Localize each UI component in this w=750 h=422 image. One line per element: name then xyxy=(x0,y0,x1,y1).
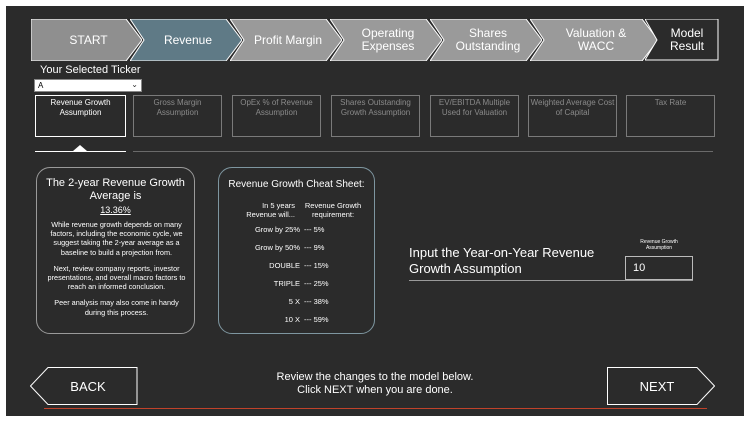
ticker-label: Your Selected Ticker xyxy=(40,64,141,76)
tab-revenue-growth[interactable]: Revenue Growth Assumption xyxy=(35,95,126,137)
step-shares-outstanding[interactable]: Shares Outstanding xyxy=(430,19,542,61)
step-model-result-label: Model Result xyxy=(669,26,704,53)
average-card-para-1: While revenue growth depends on many fac… xyxy=(50,220,183,257)
cheat-sheet-row-right: --- 5% xyxy=(304,225,325,234)
revenue-growth-input[interactable]: 10 xyxy=(625,256,693,280)
next-button[interactable]: NEXT xyxy=(607,367,715,405)
step-start[interactable]: START xyxy=(31,19,142,61)
average-growth-value: 13.36% xyxy=(100,205,131,215)
cheat-sheet-row-right: --- 59% xyxy=(304,315,329,324)
cheat-sheet-row-left: 5 X xyxy=(288,297,300,306)
cheat-sheet-row-right: --- 25% xyxy=(304,279,329,288)
review-line-2: Click NEXT when you are done. xyxy=(297,384,453,396)
step-valuation-wacc-label: Valuation & WACC xyxy=(565,26,627,53)
average-card-para-2: Next, review company reports, investor p… xyxy=(47,263,186,292)
cheat-sheet-row-right: --- 9% xyxy=(304,243,325,252)
step-shares-outstanding-label: Shares Outstanding xyxy=(455,26,521,53)
cheat-sheet-row-left: DOUBLE xyxy=(269,261,300,270)
average-card-title: The 2-year Revenue Growth Average is xyxy=(46,177,185,202)
tab-ev-ebitda[interactable]: EV/EBITDA Multiple Used for Valuation xyxy=(430,95,519,137)
next-button-label: NEXT xyxy=(639,378,675,394)
revenue-growth-average-card: The 2-year Revenue Growth Average is 13.… xyxy=(36,167,195,334)
cheat-sheet-row-left: TRIPLE xyxy=(273,279,300,288)
growth-input-label: Input the Year-on-Year Revenue Growth As… xyxy=(409,245,595,276)
cheat-sheet-title: Revenue Growth Cheat Sheet: xyxy=(228,179,365,190)
cheat-sheet-card: Revenue Growth Cheat Sheet: In 5 years R… xyxy=(218,167,375,334)
step-revenue[interactable]: Revenue xyxy=(130,19,242,61)
tab-wacc[interactable]: Weighted Average Cost of Capital xyxy=(528,95,617,137)
cheat-sheet-row-left: Grow by 25% xyxy=(254,225,300,234)
tab-tax-rate[interactable]: Tax Rate xyxy=(626,95,715,137)
growth-input-caption: Revenue Growth Assumption xyxy=(640,239,678,251)
cheat-sheet-header-right: Revenue Growth requirement: xyxy=(304,201,362,219)
back-button[interactable]: BACK xyxy=(30,367,138,405)
ticker-value: A xyxy=(38,81,44,90)
average-card-para-3: Peer analysis may also come in handy dur… xyxy=(54,298,179,317)
tab-underline-active xyxy=(35,151,126,152)
cheat-sheet-row-left: Grow by 50% xyxy=(254,243,300,252)
assumption-tabs: Revenue Growth Assumption Gross Margin A… xyxy=(0,95,750,140)
step-operating-expenses[interactable]: Operating Expenses xyxy=(330,19,442,61)
input-underline xyxy=(409,280,693,281)
ticker-select[interactable]: A ⌄ xyxy=(34,79,142,92)
bottom-accent-line xyxy=(44,408,707,409)
chevron-down-icon: ⌄ xyxy=(131,80,138,89)
tab-shares-outstanding[interactable]: Shares Outstanding Growth Assumption xyxy=(331,95,420,137)
cheat-sheet-row-right: --- 15% xyxy=(304,261,329,270)
tab-gross-margin[interactable]: Gross Margin Assumption xyxy=(133,95,222,137)
active-tab-pointer xyxy=(73,145,87,151)
back-button-label: BACK xyxy=(70,378,106,394)
cheat-sheet-header-left: In 5 years Revenue will... xyxy=(246,201,295,219)
review-line-1: Review the changes to the model below. xyxy=(276,371,474,383)
step-progress-bar: START Revenue Profit Margin Operating Ex… xyxy=(0,0,750,70)
step-profit-margin[interactable]: Profit Margin xyxy=(230,19,342,61)
step-operating-expenses-label: Operating Expenses xyxy=(361,26,415,53)
cheat-sheet-row-left: 10 X xyxy=(284,315,300,324)
tab-divider xyxy=(133,151,713,152)
average-card-body: While revenue growth depends on many fac… xyxy=(45,220,188,324)
step-model-result[interactable]: Model Result xyxy=(645,19,719,61)
step-valuation-wacc[interactable]: Valuation & WACC xyxy=(530,19,658,61)
cheat-sheet-row-right: --- 38% xyxy=(304,297,329,306)
review-message: Review the changes to the model below. C… xyxy=(250,371,500,397)
tab-opex[interactable]: OpEx % of Revenue Assumption xyxy=(232,95,321,137)
